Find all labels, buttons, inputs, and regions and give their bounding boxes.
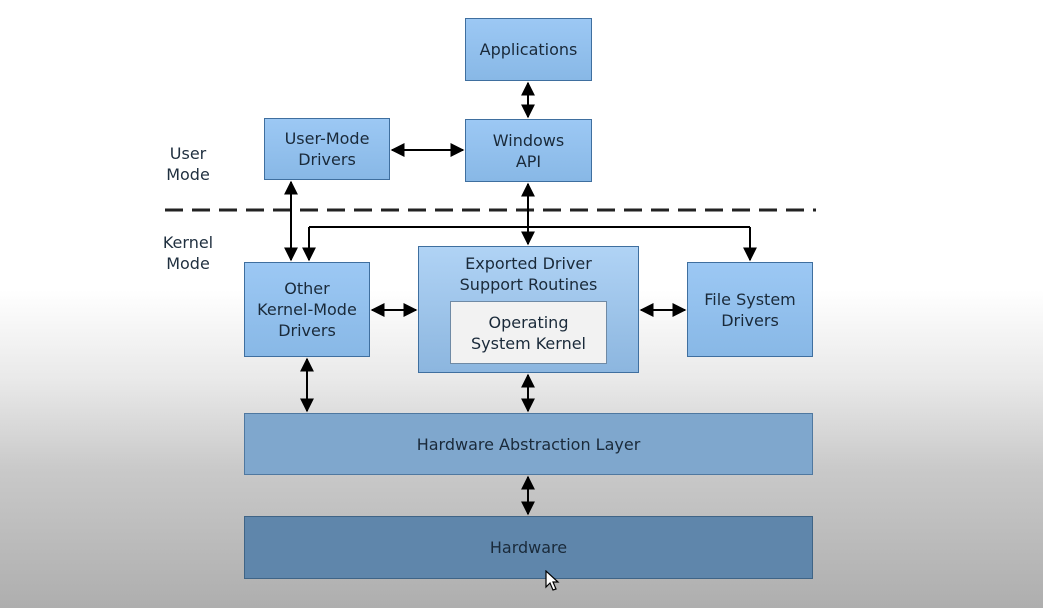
operating-system-kernel-box: Operating System Kernel — [450, 301, 607, 364]
kernel-mode-label: Kernel Mode — [162, 233, 214, 273]
exported-driver-support-routines-label: Exported Driver Support Routines — [459, 254, 598, 294]
user-mode-drivers-box: User-Mode Drivers — [264, 118, 390, 180]
hardware-box: Hardware — [244, 516, 813, 579]
mouse-cursor-icon — [545, 570, 560, 591]
hardware-abstraction-layer-box: Hardware Abstraction Layer — [244, 413, 813, 475]
user-mode-label: User Mode — [166, 144, 210, 184]
other-kernel-mode-drivers-box: Other Kernel-Mode Drivers — [244, 262, 370, 357]
file-system-drivers-box: File System Drivers — [687, 262, 813, 357]
applications-box: Applications — [465, 18, 592, 81]
windows-api-box: Windows API — [465, 119, 592, 182]
